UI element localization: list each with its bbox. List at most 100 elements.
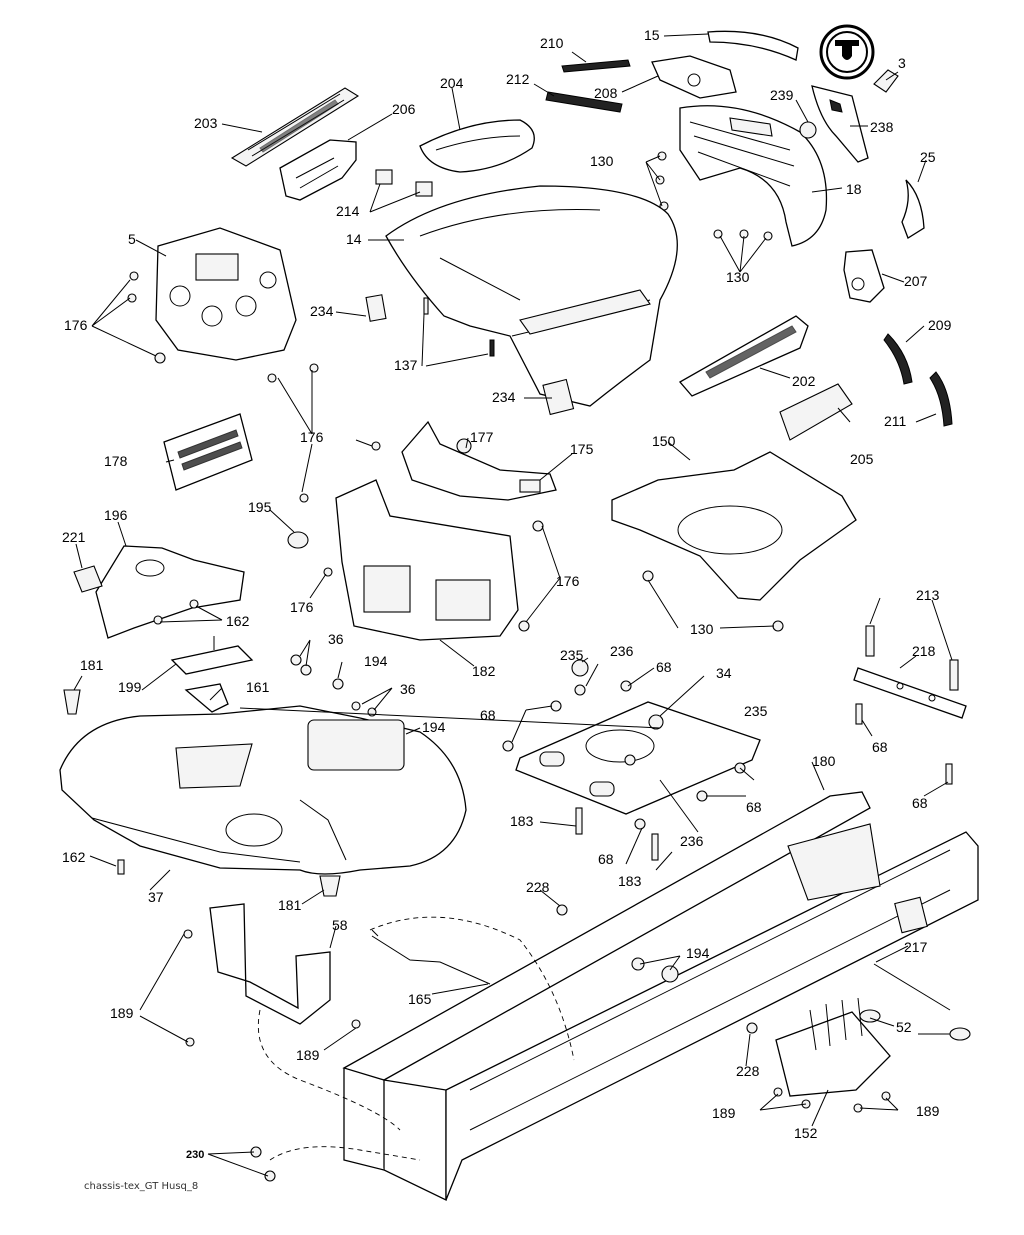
screw-189-d: [773, 1087, 783, 1097]
part-204-cover: [419, 119, 535, 173]
callout-218: 218: [912, 643, 936, 659]
callout-212: 212: [506, 71, 530, 87]
part-196-console: [95, 545, 245, 639]
callout-36-b: 36: [400, 681, 416, 697]
part-210-mesh: [561, 59, 631, 73]
screw-189-c: [351, 1019, 361, 1029]
nut-194-c: [631, 957, 645, 971]
part-137-pin: [423, 297, 429, 315]
callout-180: 180: [812, 753, 836, 769]
callout-5: 5: [128, 231, 136, 247]
callout-228-a: 228: [526, 879, 550, 895]
screw-162-c: [117, 859, 125, 875]
part-165-rod: [371, 929, 491, 985]
fastener-176-d: [267, 373, 277, 383]
part-199-plate: [170, 645, 254, 675]
part-152-tray: [775, 997, 891, 1097]
callout-68-d: 68: [746, 799, 762, 815]
fastener-176-a: [129, 271, 139, 281]
callout-labels: 15 210 3 212 204 208 239 206 203 238 25 …: [62, 27, 952, 1161]
callout-238: 238: [870, 119, 894, 135]
callout-236-b: 236: [680, 833, 704, 849]
callout-211: 211: [884, 413, 907, 429]
dashed-route-a: [369, 916, 575, 1061]
part-58-bracket: [209, 903, 331, 1025]
callout-194-a: 194: [364, 653, 388, 669]
part-181-knob-a: [63, 689, 81, 715]
callout-15: 15: [644, 27, 660, 43]
callout-189-d: 189: [916, 1103, 940, 1119]
callout-183-b: 183: [618, 873, 642, 889]
part-34-engine-plate: [515, 701, 761, 815]
screw-228-a: [556, 904, 568, 916]
part-181-knob-b: [319, 875, 341, 897]
callout-175: 175: [570, 441, 594, 457]
callout-234-b: 234: [492, 389, 516, 405]
screw-130-lower-b: [772, 620, 784, 632]
fastener-176-f: [371, 441, 381, 451]
husqvarna-logo-badge: [819, 24, 899, 93]
screw-68-h: [945, 763, 953, 785]
part-234-pad-b: [542, 378, 575, 416]
callout-34: 34: [716, 665, 732, 681]
part-214-clips: [375, 169, 433, 197]
dashed-route-c: [269, 1146, 421, 1161]
screw-189-b: [185, 1037, 195, 1047]
callout-68-f: 68: [598, 851, 614, 867]
callout-202: 202: [792, 373, 816, 389]
part-195-plug: [287, 531, 309, 549]
part-37-fender: [59, 705, 467, 875]
part-207-cap: [843, 249, 885, 303]
callout-239: 239: [770, 87, 794, 103]
diagram-footer-code: chassis-tex_GT Husq_8: [84, 1181, 199, 1192]
bolt-183-a: [575, 807, 583, 835]
screw-36-c: [351, 701, 361, 711]
screw-68-a: [620, 680, 632, 692]
part-15-strip: [707, 30, 799, 61]
part-221-decal: [73, 565, 103, 593]
leader-lines: [73, 33, 953, 1177]
fastener-176-b: [127, 293, 137, 303]
screw-230-b: [264, 1170, 276, 1182]
callout-176-a: 176: [64, 317, 88, 333]
callout-68-b: 68: [480, 707, 496, 723]
callout-203: 203: [194, 115, 218, 131]
screw-68-c: [502, 740, 514, 752]
part-150-shroud: [611, 383, 857, 601]
callout-165: 165: [408, 991, 432, 1007]
part-217-rod: [873, 963, 951, 1011]
callout-234-a: 234: [310, 303, 334, 319]
part-5-dash-panel: [155, 227, 297, 361]
callout-235-a: 235: [560, 647, 584, 663]
bolt-213-b: [949, 659, 959, 691]
callout-195: 195: [248, 499, 272, 515]
screws-130-upper: [655, 151, 773, 241]
part-18-hood-nose: [679, 105, 828, 247]
part-14-hood: [385, 185, 678, 407]
callout-217: 217: [904, 939, 928, 955]
callout-236-a: 236: [610, 643, 634, 659]
callout-206: 206: [392, 101, 416, 117]
callout-181-b: 181: [278, 897, 302, 913]
callout-207: 207: [904, 273, 928, 289]
screw-189-a: [183, 929, 193, 939]
callout-14: 14: [346, 231, 362, 247]
callout-176-b: 176: [300, 429, 324, 445]
part-137-pin-b: [489, 339, 495, 357]
callout-213: 213: [916, 587, 940, 603]
fastener-176-c: [154, 352, 166, 364]
fastener-176-g: [299, 493, 309, 503]
part-178-grille-plate: [163, 413, 253, 491]
callout-205: 205: [850, 451, 874, 467]
part-218-bracket: [853, 667, 967, 719]
callout-36-a: 36: [328, 631, 344, 647]
part-161-bracket: [184, 683, 229, 713]
callout-130-c: 130: [690, 621, 714, 637]
callout-178: 178: [104, 453, 128, 469]
callout-150: 150: [652, 433, 676, 449]
callout-162-a: 162: [226, 613, 250, 629]
bolt-183-b: [651, 833, 659, 861]
part-208-piece: [651, 55, 737, 99]
screw-68-f: [634, 818, 646, 830]
callout-189-a: 189: [110, 1005, 134, 1021]
